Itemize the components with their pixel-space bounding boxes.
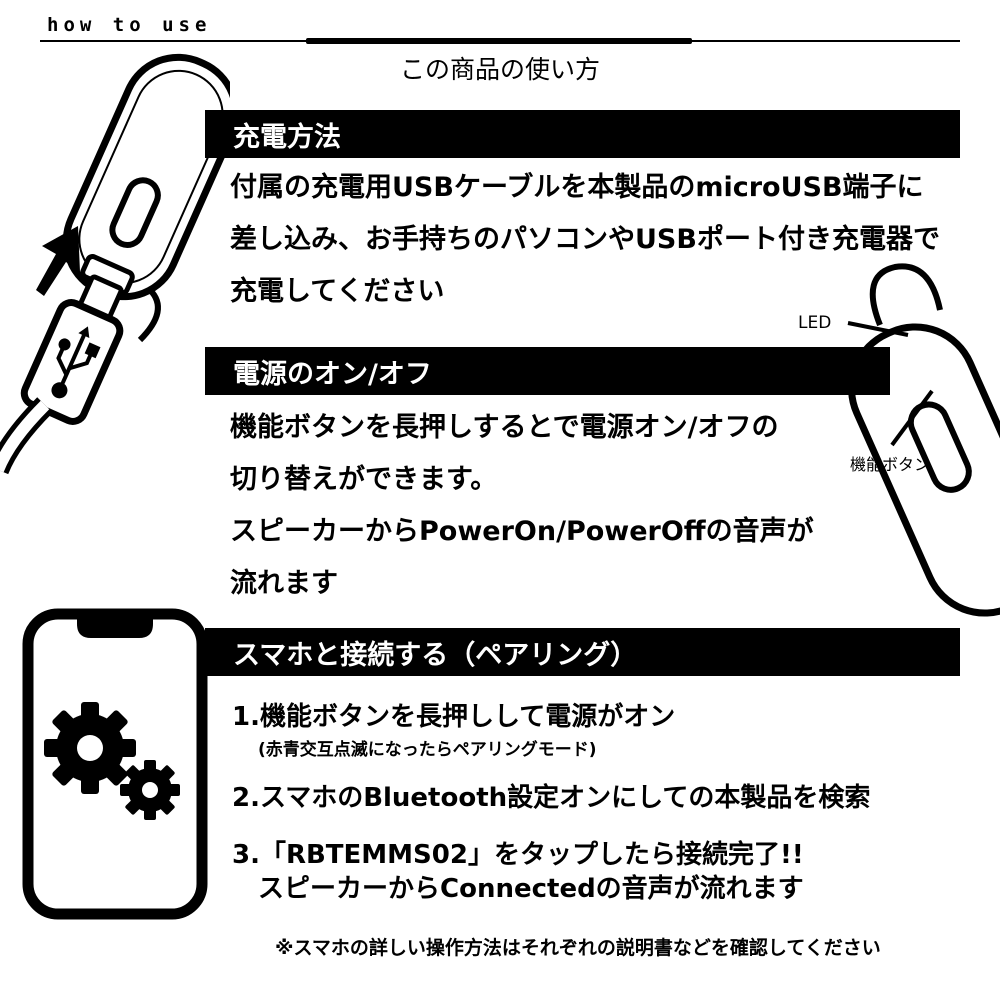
power-instructions: 機能ボタンを長押しするとで電源オン/オフの 切り替えができます。 スピーカーから… [230,402,870,610]
charge-line: 差し込み、お手持ちのパソコンやUSBポート付き充電器で [230,224,940,255]
pairing-step-3-continued: スピーカーからConnectedの音声が流れます [258,874,804,904]
power-line: スピーカーからPowerOn/PowerOffの音声が [230,516,814,547]
headset-side-illustration [847,263,1000,617]
charge-instructions: 付属の充電用USBケーブルを本製品のmicroUSB端子に 差し込み、お手持ちの… [230,162,970,318]
pairing-step-2: 2.スマホのBluetooth設定オンにしての本製品を検索 [232,783,871,813]
micro-usb-plug [20,274,124,425]
pairing-step-1-note: (赤青交互点滅になったらペアリングモード) [258,740,597,760]
up-right-arrow-icon [36,226,80,296]
function-button-label: 機能ボタン [850,455,931,474]
pairing-step-3: 3.「RBTEMMS02」をタップしたら接続完了!! [232,840,804,870]
smartphone-settings-icon [22,608,208,920]
headset-body [62,53,230,301]
power-line: 切り替えができます。 [230,464,498,495]
power-line: 流れます [230,568,338,599]
gear-icon [44,702,136,794]
charge-line: 付属の充電用USBケーブルを本製品のmicroUSB端子に [230,172,924,203]
usb-icon [51,326,101,399]
led-pointer-line [847,321,909,337]
top-divider-accent [306,38,692,44]
gear-icon-small [120,760,180,820]
function-button-pointer-line [890,389,934,447]
pairing-step-1: 1.機能ボタンを長押しして電源がオン [232,702,676,732]
footnote: ※スマホの詳しい操作方法はそれぞれの説明書などを確認してください [275,937,881,959]
charge-heading: 充電方法 [205,110,960,158]
power-line: 機能ボタンを長押しするとで電源オン/オフの [230,412,779,443]
charge-line: 充電してください [230,276,445,307]
section-label: how to use [47,14,212,36]
power-heading: 電源のオン/オフ [205,347,890,395]
pairing-heading: スマホと接続する（ペアリング） [205,628,960,676]
page-title: この商品の使い方 [399,55,600,84]
headset-with-usb-cable-illustration [0,53,230,475]
led-label: LED [798,313,832,333]
